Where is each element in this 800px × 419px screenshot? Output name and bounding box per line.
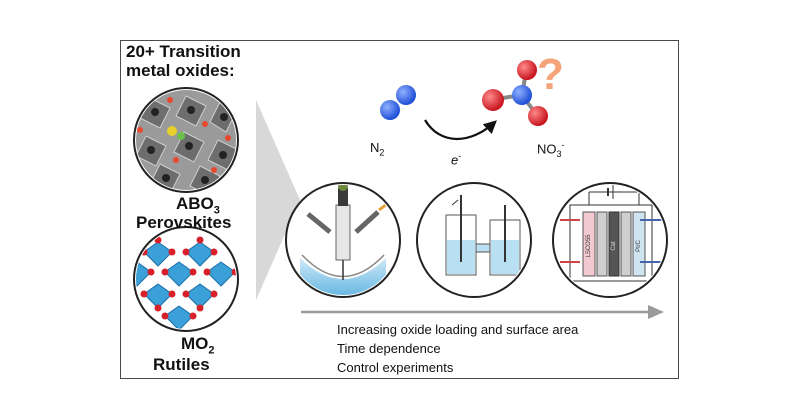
perovskite-structure	[133, 87, 239, 193]
rutile-formula: MO2	[181, 334, 215, 357]
n2-label: N2	[370, 140, 385, 158]
rutile-structure	[133, 226, 239, 332]
question-mark: ?	[537, 50, 564, 99]
title-line1: 20+ Transition	[126, 42, 241, 61]
chevron-arrow	[256, 100, 300, 300]
n2-molecule	[380, 85, 416, 120]
note-controls: Control experiments	[337, 360, 454, 375]
setup-flask	[285, 182, 401, 298]
perovskite-label: Perovskites	[136, 213, 232, 232]
reaction-arrow	[424, 119, 497, 141]
note-time: Time dependence	[337, 341, 441, 356]
title-line2: metal oxides:	[126, 61, 235, 80]
cell-left-label: LSCO55	[586, 234, 592, 258]
rutile-label: Rutiles	[153, 355, 210, 374]
note-loading: Increasing oxide loading and surface are…	[337, 322, 579, 337]
setup-h-cell	[416, 182, 532, 298]
electron-label: e-	[451, 151, 462, 168]
cell-right-label: Pt/C	[636, 240, 642, 252]
no3-label: NO3-	[537, 140, 565, 159]
no3-molecule	[482, 60, 548, 126]
progression-arrow	[301, 305, 664, 319]
setup-flow-cell: LSCO55 Cat Pt/C	[552, 182, 668, 298]
cell-membrane-label: Cat	[611, 241, 617, 251]
perovskite-formula: ABO3	[176, 194, 220, 217]
